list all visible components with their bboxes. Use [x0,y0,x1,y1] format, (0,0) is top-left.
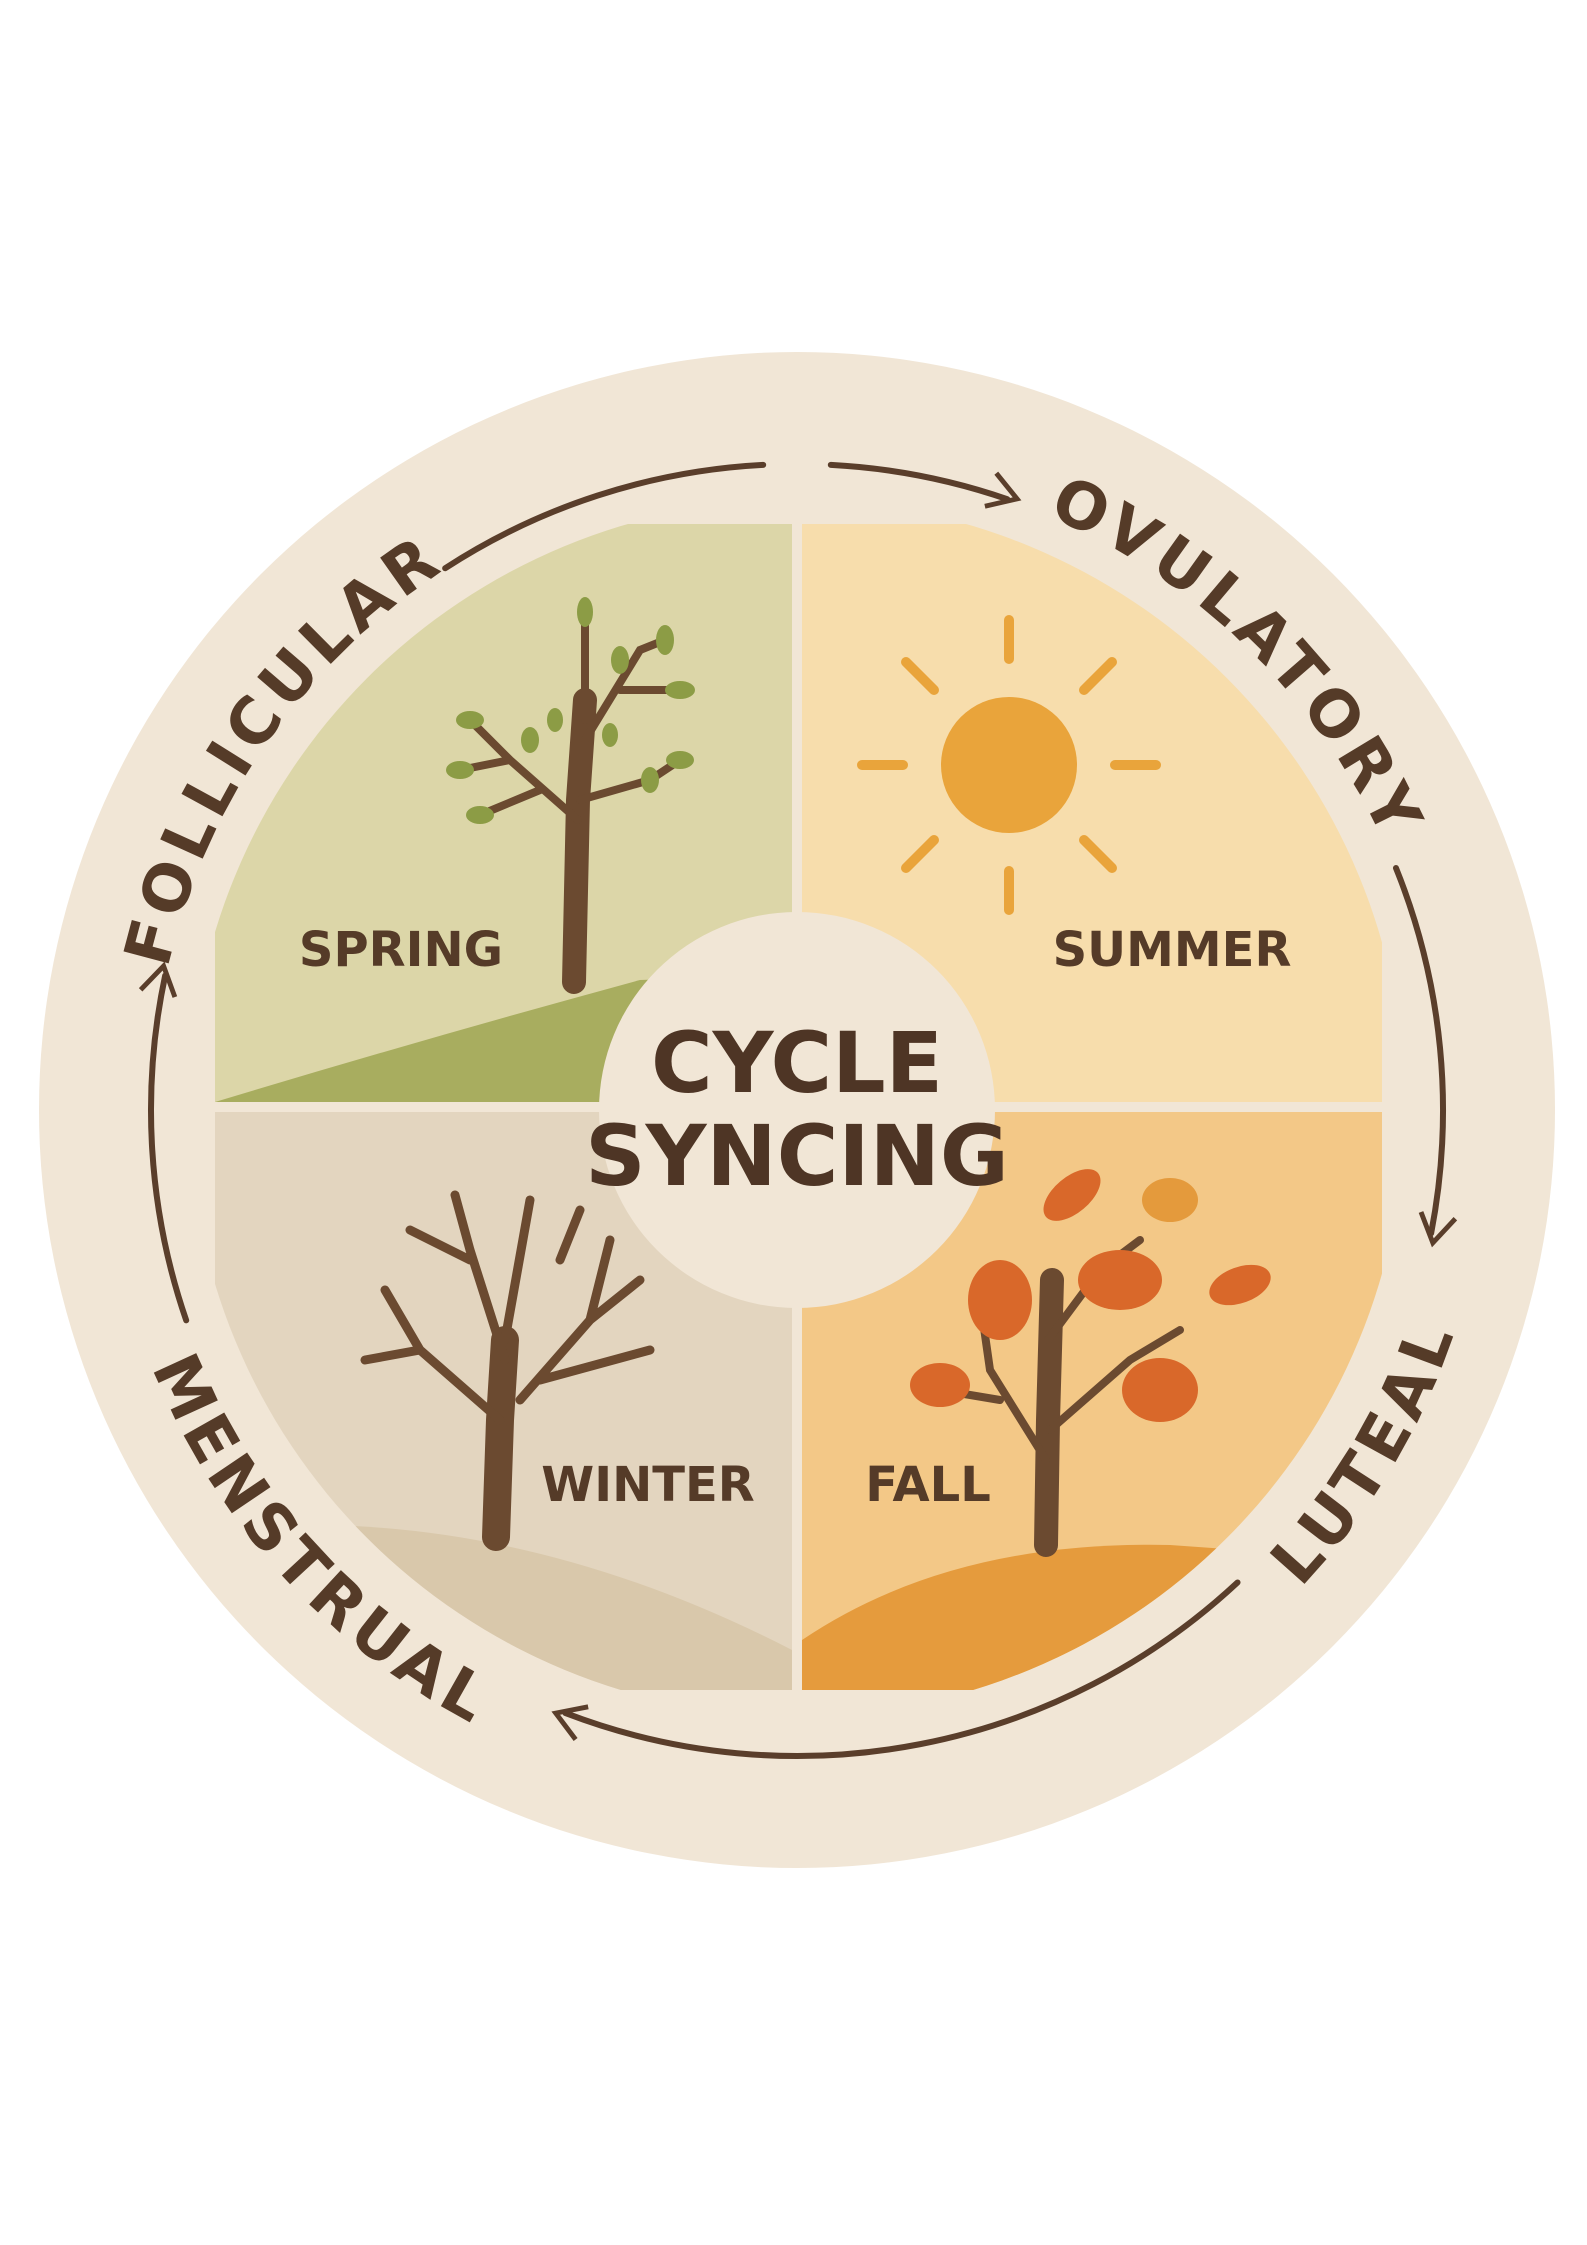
center-circle [599,912,995,1308]
arrow-to-follicular-icon [138,961,190,1324]
center-title-line-1: CYCLE [651,1014,943,1112]
season-label-fall: FALL [865,1457,991,1513]
season-label-summer: SUMMER [1053,922,1292,978]
spring-tree-icon [446,597,695,994]
arrow-to-ovulatory-icon [827,461,1022,509]
arrow-to-menstrual-icon [551,1579,1241,1759]
arrow-to-luteal-icon [1392,865,1458,1248]
sun-icon [857,615,1161,915]
season-label-winter: WINTER [541,1457,754,1513]
arc-follicular-icon [442,461,767,572]
season-label-spring: SPRING [299,922,503,978]
fall-tree-icon [910,1169,1271,1557]
center-title-line-2: SYNCING [585,1107,1009,1205]
winter-tree-icon [360,1190,655,1551]
